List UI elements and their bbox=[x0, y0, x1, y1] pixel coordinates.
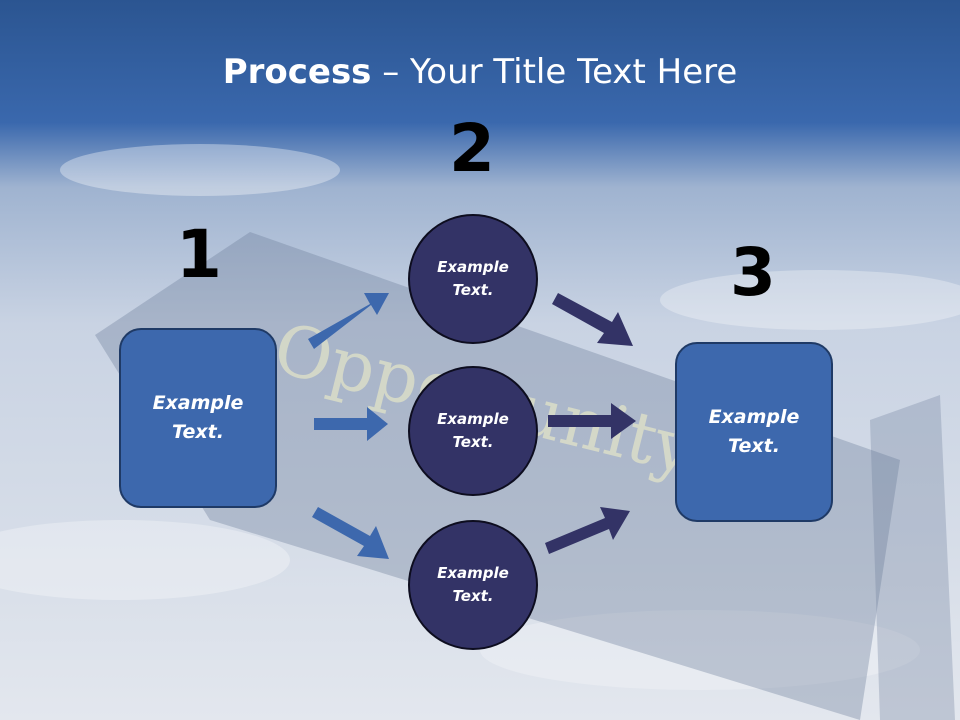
box-left-line1: Example bbox=[152, 392, 244, 414]
process-circle-top[interactable]: Example Text. bbox=[408, 214, 538, 344]
circle-top-line2: Text. bbox=[452, 281, 494, 299]
step-number-1: 1 bbox=[176, 216, 222, 293]
arrow-left-to-middle bbox=[314, 407, 388, 441]
box-right-line1: Example bbox=[708, 406, 800, 428]
process-circle-bottom[interactable]: Example Text. bbox=[408, 520, 538, 650]
box-right-text: Example Text. bbox=[709, 403, 800, 461]
circle-top-text: Example Text. bbox=[437, 256, 509, 302]
box-left-text: Example Text. bbox=[153, 389, 244, 447]
circle-top-line1: Example bbox=[437, 258, 509, 276]
process-box-left[interactable]: Example Text. bbox=[119, 328, 277, 508]
circle-middle-text: Example Text. bbox=[437, 408, 509, 454]
arrow-left-to-top bbox=[308, 293, 389, 349]
circle-bottom-line1: Example bbox=[437, 564, 509, 582]
circle-middle-line1: Example bbox=[437, 410, 509, 428]
circle-bottom-line2: Text. bbox=[452, 587, 494, 605]
step-number-2: 2 bbox=[449, 110, 495, 187]
arrow-top-to-right bbox=[552, 293, 633, 346]
box-left-line2: Text. bbox=[172, 421, 224, 443]
title-bold: Process bbox=[222, 52, 372, 92]
process-box-right[interactable]: Example Text. bbox=[675, 342, 833, 522]
arrow-bottom-to-right bbox=[545, 507, 630, 554]
arrow-middle-to-right bbox=[548, 403, 636, 439]
arrow-left-to-bottom bbox=[312, 507, 389, 559]
circle-bottom-text: Example Text. bbox=[437, 562, 509, 608]
slide-title: Process – Your Title Text Here bbox=[0, 52, 960, 92]
process-circle-middle[interactable]: Example Text. bbox=[408, 366, 538, 496]
box-right-line2: Text. bbox=[728, 435, 780, 457]
circle-middle-line2: Text. bbox=[452, 433, 494, 451]
step-number-3: 3 bbox=[730, 234, 776, 311]
title-rest: – Your Title Text Here bbox=[371, 52, 738, 92]
